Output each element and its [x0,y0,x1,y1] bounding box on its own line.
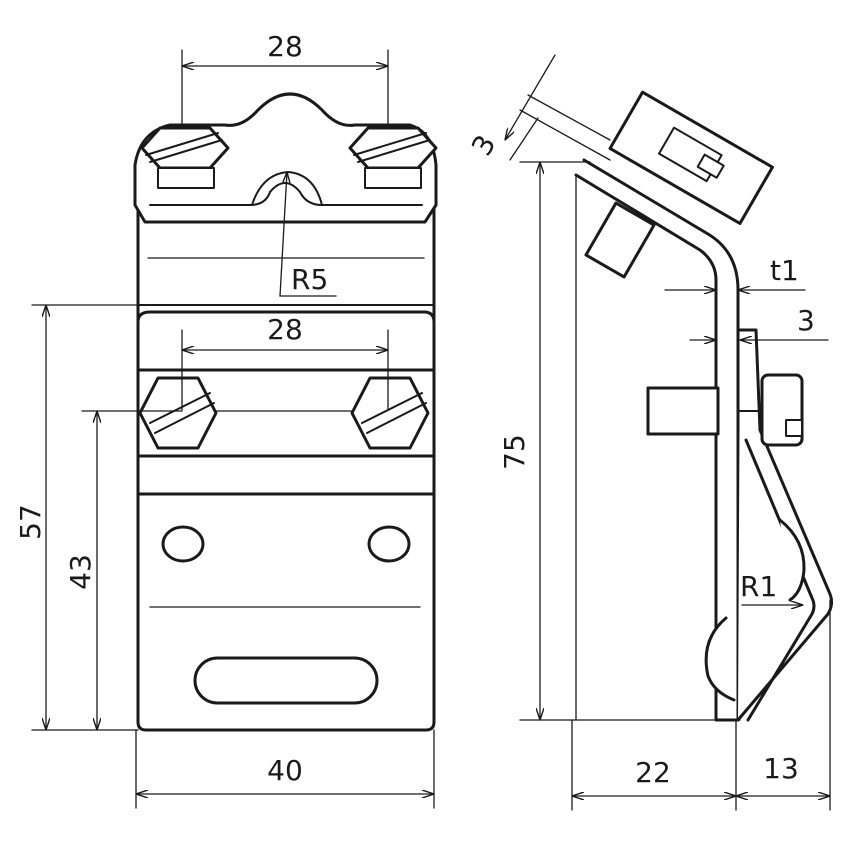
slot-hole [193,656,379,705]
side-view [519,90,834,722]
side-lower-lobe-2 [704,616,736,702]
left-round-hole [161,525,205,563]
dim-side-3-top: 3 [465,129,502,161]
front-view [133,92,438,732]
top-left-bolt [140,126,230,189]
dim-r5: R5 [291,263,328,296]
side-mid-bolt-shank [646,386,720,436]
dim-line-r5 [279,171,287,297]
dim-side-3-right: 3 [797,304,815,337]
dim-t1: t1 [770,254,799,287]
mid-right-bolt [350,376,430,450]
dim-40: 40 [267,754,303,787]
side-top-bolt-shank [584,201,656,279]
right-round-hole [367,525,411,563]
front-dimensions: 28 R5 28 57 43 40 [14,30,435,809]
top-right-bolt [348,126,438,189]
dim-13: 13 [763,752,799,785]
mid-left-bolt [138,376,218,450]
side-top-clamp [608,90,774,225]
side-lower-lobe-1 [778,518,806,602]
mid-clamp-lower [136,454,436,496]
mid-clamp-plate [136,310,436,372]
dim-r1: R1 [740,570,777,603]
dim-43: 43 [64,554,97,590]
dim-22: 22 [635,756,671,789]
side-dimensions: 3 75 t1 3 R1 22 13 [465,54,831,811]
dim-mid-28: 28 [267,313,303,346]
dim-top-28: 28 [267,30,303,63]
dim-75: 75 [498,434,531,470]
dim-57: 57 [14,504,47,540]
